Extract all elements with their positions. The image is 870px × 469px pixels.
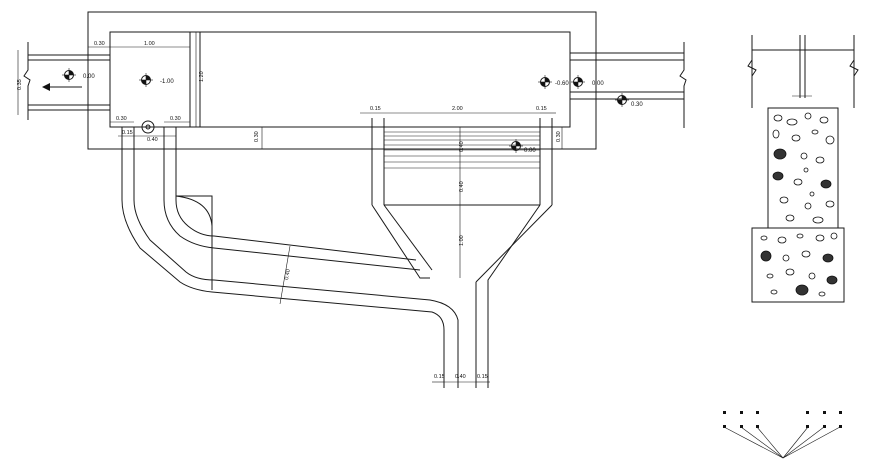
dim-label: 0.40 [459, 181, 465, 192]
settling-tank [371, 118, 553, 388]
dim-label: 0.35 [17, 79, 23, 90]
level-marker-icon [62, 68, 76, 82]
dim-label: 0.30 [116, 116, 127, 122]
level-marker-icon [538, 75, 552, 89]
drain-pipes [121, 127, 459, 388]
outlet-pipe [570, 42, 687, 128]
inlet-pipe [23, 42, 110, 120]
dim-label: 1.00 [144, 41, 155, 47]
level-box: -1.00 [160, 79, 174, 85]
flow-arrow-icon [42, 83, 50, 91]
level-outlet-b: 0.00 [592, 81, 604, 87]
dim-label: 0.15 [370, 106, 381, 112]
level-marker-icon [615, 93, 629, 107]
dim-label: 0.30 [254, 131, 260, 142]
section-detail [747, 35, 859, 303]
dim-label: 0.15 [122, 130, 133, 136]
plan-outline [87, 11, 597, 150]
dim-label: 0.15 [477, 374, 488, 380]
dim-label: 0.30 [556, 131, 562, 142]
level-marker-icon [139, 73, 153, 87]
gravel-fill [760, 112, 838, 297]
dim-label: 0.30 [94, 41, 105, 47]
level-tank: 0.00 [524, 148, 536, 154]
dim-label: 1.00 [459, 235, 465, 246]
dim-label: 0.15 [434, 374, 445, 380]
level-marker-icon [571, 75, 585, 89]
level-outlet-c: 0.30 [631, 102, 643, 108]
detail-lines [723, 426, 841, 459]
dim-label: 0.30 [170, 116, 181, 122]
dim-label: 0.15 [536, 106, 547, 112]
level-outlet-a: -0.60 [555, 81, 569, 87]
inspection-circle-icon [141, 120, 155, 134]
dim-label: 0.40 [459, 141, 465, 152]
dim-label: 1.20 [199, 71, 205, 82]
dim-label: 2.00 [452, 106, 463, 112]
dim-label: 0.40 [284, 269, 292, 281]
dim-label: 0.40 [455, 374, 466, 380]
dim-label: 0.40 [147, 137, 158, 143]
level-marker-icon [509, 139, 523, 153]
level-inlet: 0.00 [83, 74, 95, 80]
detail-dots [723, 411, 842, 428]
dimension-lines [17, 32, 563, 383]
